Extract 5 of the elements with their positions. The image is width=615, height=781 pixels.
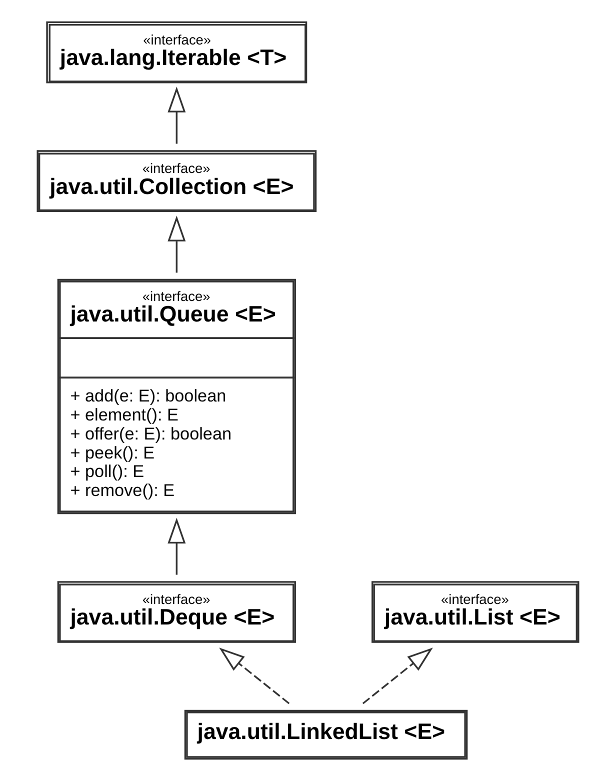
arrow	[218, 648, 290, 704]
arrow	[167, 518, 186, 575]
arrow	[167, 216, 186, 273]
arrow	[362, 648, 432, 704]
arrow	[167, 86, 186, 144]
